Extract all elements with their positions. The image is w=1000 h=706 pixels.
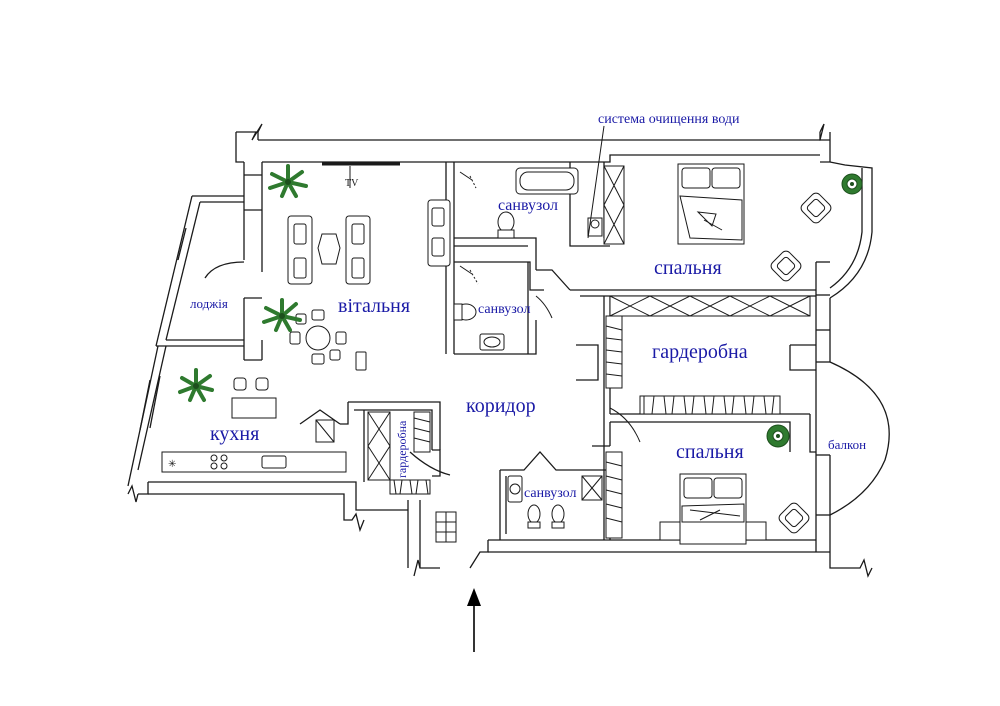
- label-bath-bottom: санвузол: [524, 486, 576, 501]
- label-water-system: система очищення води: [598, 112, 740, 127]
- toilet-1: [497, 211, 515, 233]
- outer-walls: [127, 123, 890, 578]
- plant-icon: [766, 424, 790, 448]
- dining-table: [305, 325, 331, 351]
- coffee-table: [317, 233, 341, 265]
- label-wardrobe-small: гардеробна: [395, 420, 409, 478]
- label-bedroom-bottom: спальня: [676, 441, 744, 463]
- water-system-cabinet: [603, 165, 625, 245]
- plant-icon: [268, 164, 308, 198]
- kitchen-island: [231, 397, 277, 419]
- room-labels: вітальня кухня лоджія коридор гардеробна…: [190, 112, 866, 501]
- armchair-1: [800, 192, 832, 224]
- label-loggia: лоджія: [190, 296, 228, 311]
- plant-icon: [178, 368, 214, 402]
- armchair-3: [778, 502, 810, 534]
- label-balcony: балкон: [828, 437, 866, 452]
- plant-icon: [262, 298, 302, 332]
- svg-text:✳: ✳: [168, 459, 176, 470]
- kitchen-counter: [161, 451, 347, 473]
- label-kitchen: кухня: [210, 423, 259, 445]
- furniture: TV ✳: [161, 125, 832, 545]
- svg-text:TV: TV: [345, 178, 359, 189]
- label-bedroom-top: спальня: [654, 257, 722, 279]
- label-bath-middle: санвузол: [478, 302, 530, 317]
- label-living: вітальня: [338, 295, 410, 317]
- label-corridor: коридор: [466, 395, 536, 417]
- plant-icon: [841, 173, 863, 195]
- label-bath-top: санвузол: [498, 197, 558, 214]
- armchair-2: [770, 250, 802, 282]
- label-wardrobe-large: гардеробна: [652, 341, 748, 363]
- arrow-up-icon: [467, 588, 481, 652]
